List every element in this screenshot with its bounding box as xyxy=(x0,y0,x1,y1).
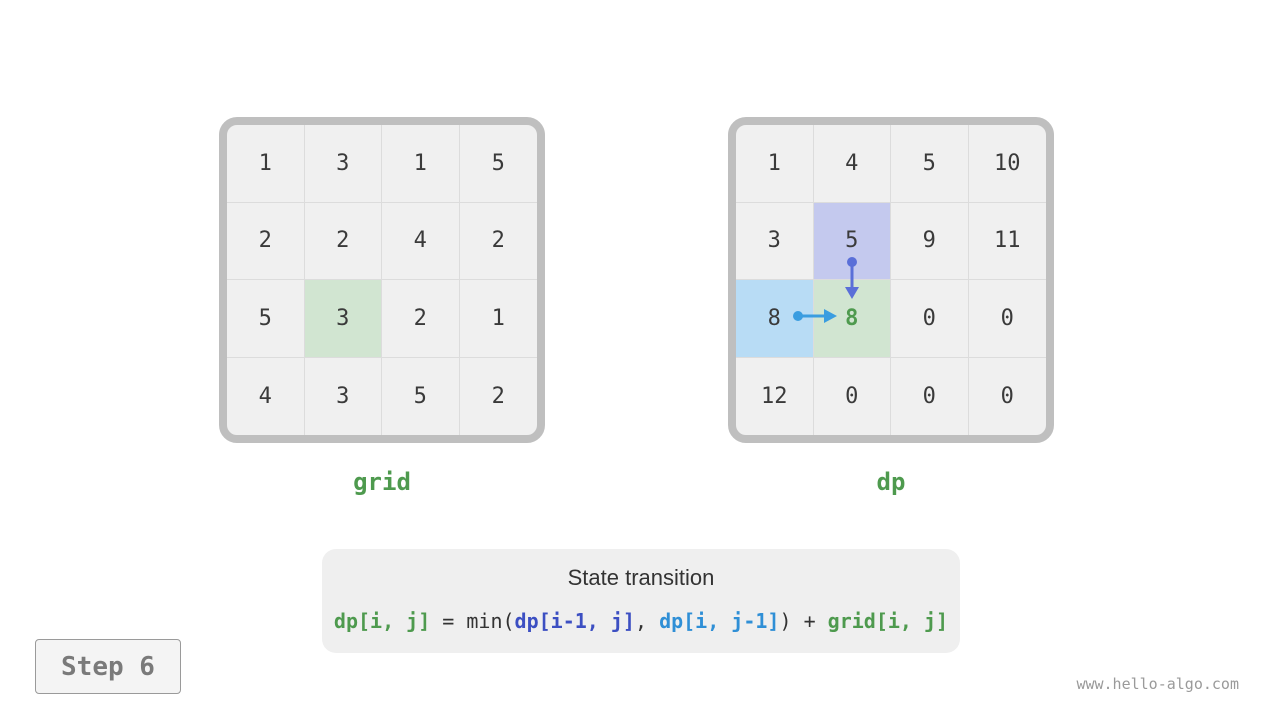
grid-cell: 2 xyxy=(227,202,305,280)
dp-cell: 0 xyxy=(814,357,891,435)
dp-cell: 12 xyxy=(736,357,814,435)
state-transition-box: State transition dp[i, j] = min(dp[i-1, … xyxy=(322,549,960,653)
dp-matrix: 1 4 5 10 3 5 9 11 8 8 0 0 12 0 0 0 xyxy=(736,125,1046,435)
grid-cell: 1 xyxy=(227,125,305,203)
dp-cell: 5 xyxy=(891,125,969,203)
dp-cell: 3 xyxy=(736,202,814,280)
dp-cell-from-left: 8 xyxy=(736,280,814,358)
formula-comma: , xyxy=(634,609,660,633)
grid-cell: 4 xyxy=(382,202,460,280)
dp-cell: 0 xyxy=(1000,383,1014,409)
grid-cell: 1 xyxy=(382,125,460,203)
grid-cell: 2 xyxy=(382,280,460,358)
step-button[interactable]: Step 6 xyxy=(35,639,181,694)
dp-cell: 1 xyxy=(736,125,814,203)
dp-cell-from-up: 5 xyxy=(813,202,891,280)
grid-cell: 3 xyxy=(304,125,382,203)
grid-cell: 4 xyxy=(227,357,305,435)
grid-cell: 5 xyxy=(227,280,305,358)
formula-lhs: dp[i, j] xyxy=(333,609,431,633)
dp-cell: 11 xyxy=(968,203,1046,280)
dp-cell: 0 xyxy=(891,280,969,358)
formula-term-grid: grid[i, j] xyxy=(827,609,949,633)
grid-cell: 5 xyxy=(459,125,537,203)
dp-cell: 10 xyxy=(968,125,1046,203)
formula-close: ) + xyxy=(779,609,828,633)
grid-cell: 5 xyxy=(382,357,460,435)
grid-cell: 2 xyxy=(491,383,505,409)
grid-board: 1 3 1 5 2 2 4 2 5 3 2 1 4 3 5 2 xyxy=(219,117,545,443)
dp-cell: 4 xyxy=(813,125,891,203)
dp-cell: 0 xyxy=(891,357,969,435)
formula-term-left: dp[i, j-1] xyxy=(659,609,780,633)
grid-cell-current: 3 xyxy=(304,280,382,358)
formula-expression: dp[i, j] = min(dp[i-1, j], dp[i, j-1]) +… xyxy=(322,609,960,633)
dp-cell: 0 xyxy=(968,280,1046,358)
dp-cell: 9 xyxy=(891,202,969,280)
dp-caption: dp xyxy=(876,468,906,496)
dp-cell-target: 8 xyxy=(813,280,891,358)
watermark: www.hello-algo.com xyxy=(1076,675,1239,693)
grid-matrix: 1 3 1 5 2 2 4 2 5 3 2 1 4 3 5 2 xyxy=(227,125,537,435)
grid-caption: grid xyxy=(353,468,411,496)
grid-cell: 3 xyxy=(305,357,382,435)
formula-title: State transition xyxy=(567,565,715,590)
grid-cell: 1 xyxy=(459,280,537,358)
formula-term-up: dp[i-1, j] xyxy=(514,609,635,633)
formula-eq: = min( xyxy=(430,609,515,633)
grid-cell: 2 xyxy=(304,202,382,280)
grid-cell: 2 xyxy=(459,203,537,280)
dp-board: 1 4 5 10 3 5 9 11 8 8 0 0 12 0 0 0 xyxy=(728,117,1054,443)
